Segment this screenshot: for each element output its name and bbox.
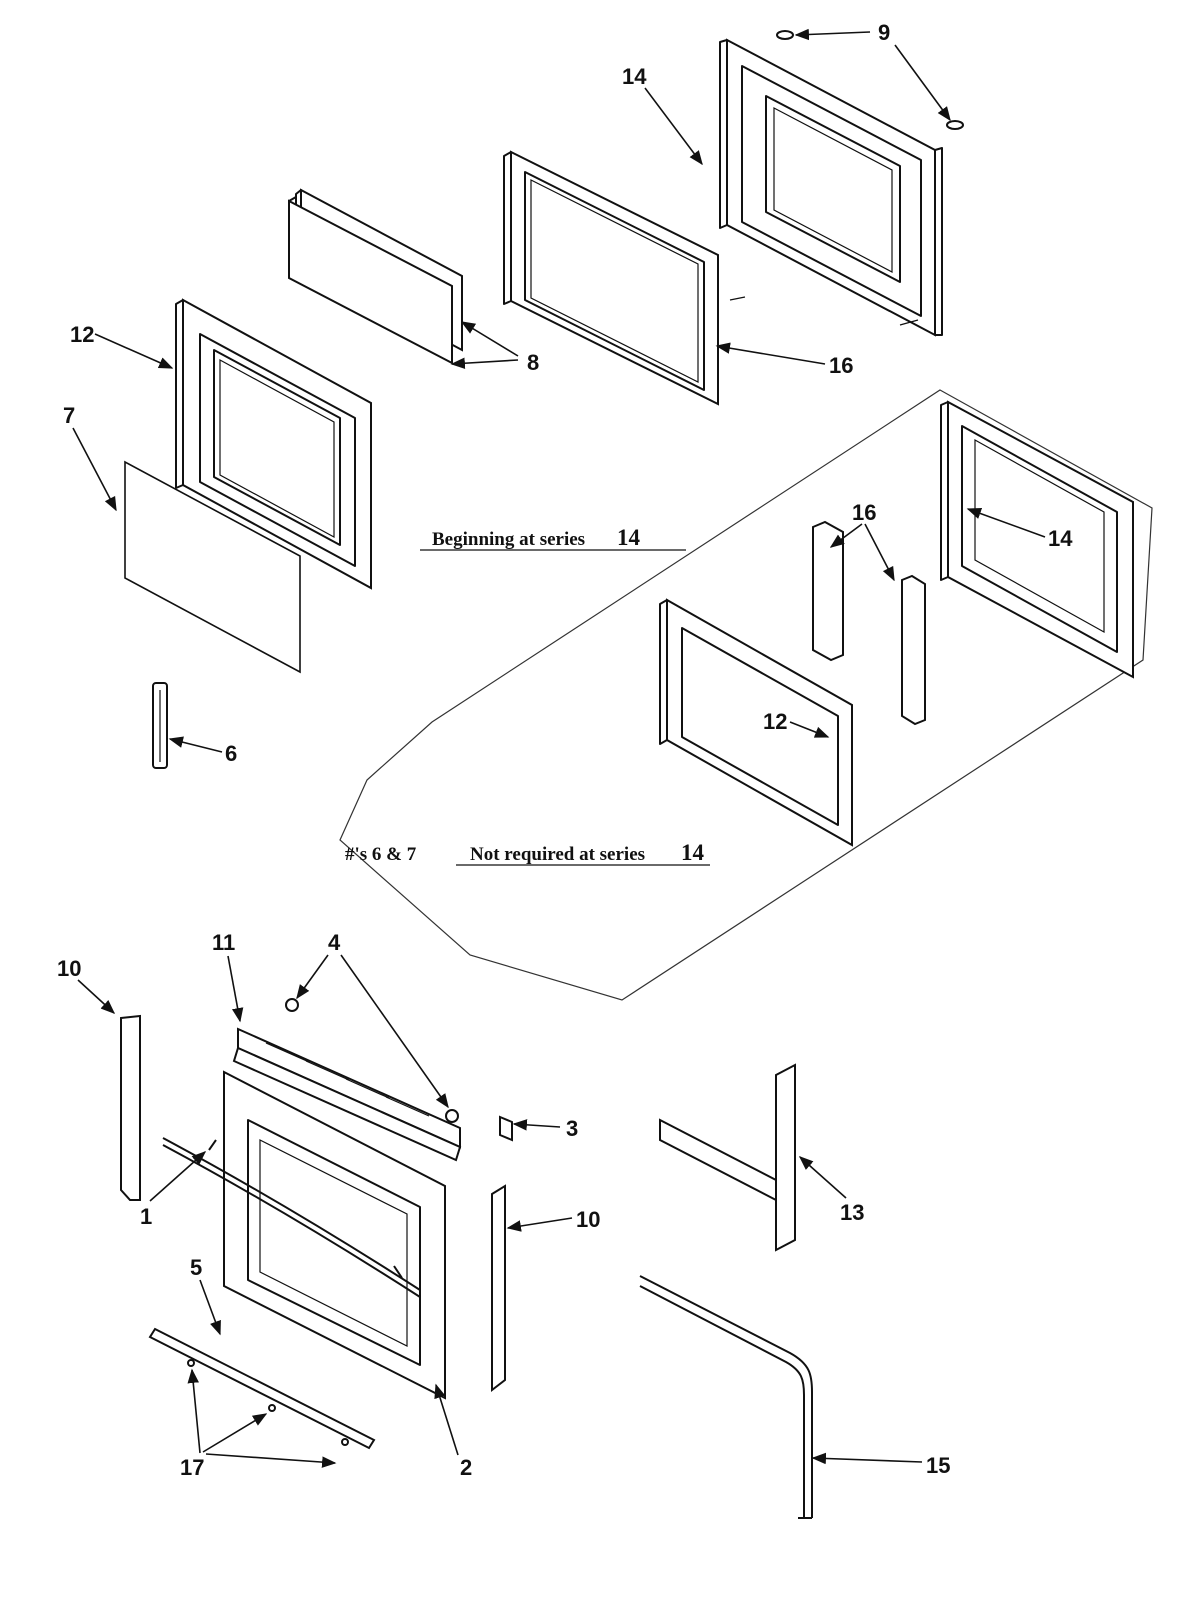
- callout-17: 17: [180, 1455, 204, 1480]
- part-13-gasket-corner: [659, 1063, 796, 1252]
- note-not-required-prefix: #'s 6 & 7: [345, 844, 417, 865]
- note-beginning-series: 14: [617, 525, 641, 550]
- callout-14-inset: 14: [1048, 526, 1073, 551]
- part-3-clip: [499, 1115, 513, 1142]
- part-6-bracket: [152, 682, 168, 769]
- callout-6: 6: [225, 741, 237, 766]
- note-not-required-text: Not required at series: [470, 844, 645, 865]
- callout-12-top: 12: [70, 322, 94, 347]
- note-not-required-series: 14: [681, 840, 705, 865]
- callout-13: 13: [840, 1200, 864, 1225]
- inset-part-16-strips: [812, 520, 926, 726]
- part-9-screws: [776, 30, 964, 130]
- note-beginning-text: Beginning at series: [432, 529, 585, 550]
- callout-5: 5: [190, 1255, 202, 1280]
- part-7-glass: [124, 460, 301, 674]
- callout-8: 8: [527, 350, 539, 375]
- callout-12-inset: 12: [763, 709, 787, 734]
- part-15-door-seal: [639, 1275, 813, 1519]
- inset-part-14-inner-panel: [940, 400, 1134, 679]
- callout-15: 15: [926, 1453, 950, 1478]
- callout-4: 4: [328, 930, 341, 955]
- part-17-screws: [187, 1359, 349, 1446]
- callout-10-left: 10: [57, 956, 81, 981]
- callout-14-top: 14: [622, 64, 647, 89]
- part-16-glass-frame: [503, 150, 719, 406]
- note-beginning-at-series: Beginning at series 14: [420, 525, 686, 551]
- part-4-screws: [285, 998, 459, 1123]
- series-14-inset-boundary: [339, 389, 1153, 1001]
- callout-7: 7: [63, 403, 75, 428]
- callout-2: 2: [460, 1455, 472, 1480]
- part-1-handle: [162, 1137, 421, 1298]
- callout-16-inset: 16: [852, 500, 876, 525]
- part-14-inner-door-panel: [719, 38, 943, 337]
- callout-1: 1: [140, 1204, 152, 1229]
- callout-10-right: 10: [576, 1207, 600, 1232]
- part-5-bottom-trim: [148, 1327, 376, 1450]
- part-12-door-liner: [175, 298, 372, 590]
- callout-9: 9: [878, 20, 890, 45]
- part-8-glass-panes: [288, 188, 463, 365]
- callout-11: 11: [212, 930, 235, 955]
- note-not-required: #'s 6 & 7 Not required at series 14: [345, 840, 710, 866]
- callout-3: 3: [566, 1116, 578, 1141]
- leader-lines: [72, 28, 1046, 1468]
- inset-part-12-door-liner: [659, 598, 853, 847]
- callout-16-top: 16: [829, 353, 853, 378]
- part-10-right-side-trim: [491, 1184, 506, 1393]
- part-11-vent-trim: [232, 1027, 462, 1162]
- part-10-left-side-trim: [120, 1014, 141, 1201]
